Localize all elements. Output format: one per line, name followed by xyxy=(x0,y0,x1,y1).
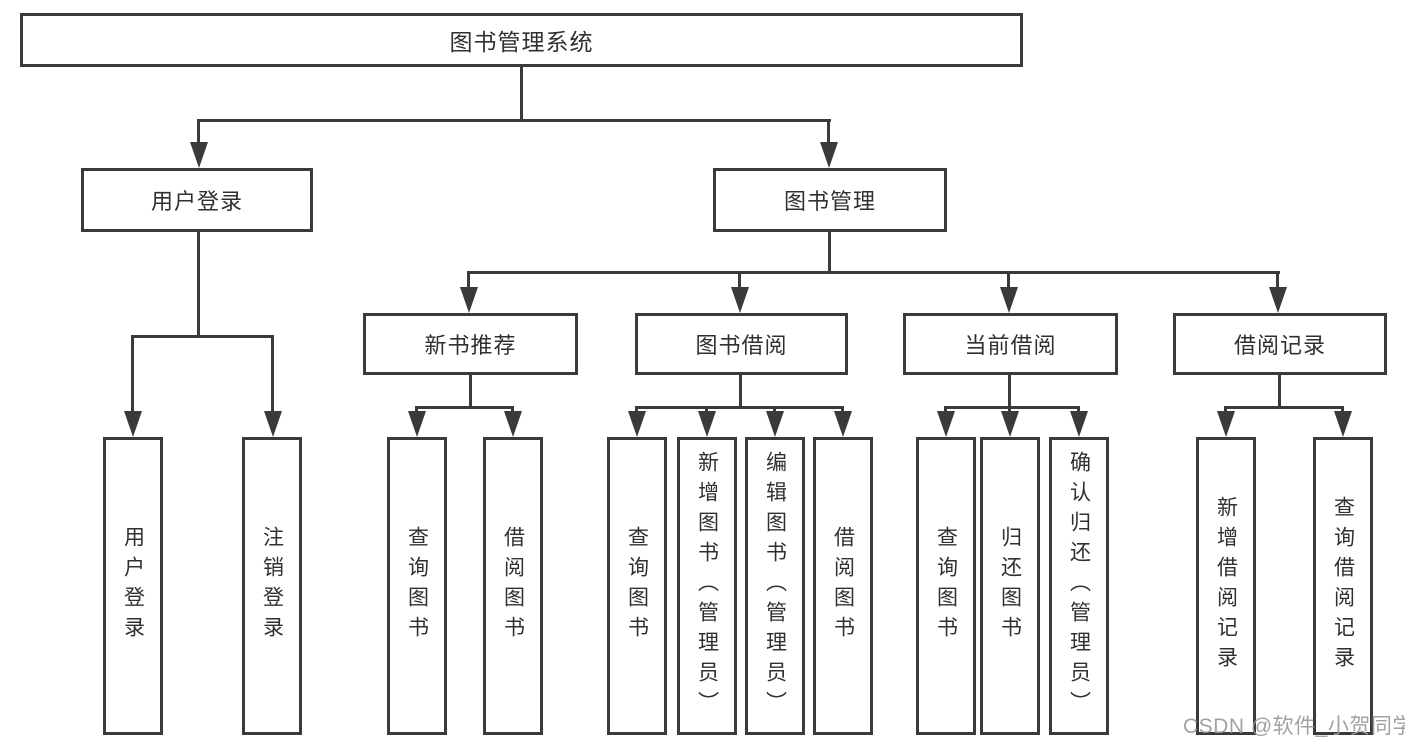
connector-vline xyxy=(739,375,742,406)
leaf-query-borrow-record: 查询借阅记录 xyxy=(1313,437,1373,735)
arrowhead-down-icon xyxy=(264,411,282,437)
node-book-management-label: 图书管理 xyxy=(783,189,876,214)
connector-vline xyxy=(1077,406,1080,414)
leaf-confirm-return-admin: 确认归还（管理员） xyxy=(1049,437,1109,735)
leaf-query-borrow-record-label: 查询借阅记录 xyxy=(1331,496,1355,676)
arrowhead-down-icon xyxy=(408,411,426,437)
leaf-add-borrow-record-label: 新增借阅记录 xyxy=(1214,496,1238,676)
connector-vline xyxy=(1341,406,1344,414)
leaf-logout: 注销登录 xyxy=(242,437,302,735)
arrowhead-down-icon xyxy=(1001,411,1019,437)
connector-vline xyxy=(773,406,776,414)
arrowhead-down-icon xyxy=(628,411,646,437)
leaf-edit-books-admin-label: 编辑图书（管理员） xyxy=(763,451,787,721)
leaf-confirm-return-admin-label: 确认归还（管理员） xyxy=(1067,451,1091,721)
connector-vline xyxy=(944,406,947,414)
arrowhead-down-icon xyxy=(504,411,522,437)
node-current-borrow-label: 当前借阅 xyxy=(964,333,1057,358)
connector-vline xyxy=(467,271,470,289)
leaf-add-books-admin: 新增图书（管理员） xyxy=(677,437,737,735)
connector-vline xyxy=(635,406,638,414)
connector-hline xyxy=(635,406,844,409)
arrowhead-down-icon xyxy=(1217,411,1235,437)
node-new-book-recommend-label: 新书推荐 xyxy=(424,333,517,358)
arrowhead-down-icon xyxy=(1070,411,1088,437)
connector-hline xyxy=(1224,406,1344,409)
csdn-watermark: CSDN @软件_小贺同学 xyxy=(1183,715,1405,738)
arrowhead-down-icon xyxy=(766,411,784,437)
connector-vline xyxy=(1224,406,1227,414)
leaf-query-books-3-label: 查询图书 xyxy=(934,526,958,646)
arrowhead-down-icon xyxy=(834,411,852,437)
node-new-book-recommend: 新书推荐 xyxy=(363,313,578,375)
node-book-borrow-label: 图书借阅 xyxy=(695,333,788,358)
node-current-borrow: 当前借阅 xyxy=(903,313,1118,375)
connector-hline xyxy=(944,406,1080,409)
leaf-edit-books-admin: 编辑图书（管理员） xyxy=(745,437,805,735)
leaf-return-books-label: 归还图书 xyxy=(998,526,1022,646)
arrowhead-down-icon xyxy=(460,287,478,313)
node-borrow-records: 借阅记录 xyxy=(1173,313,1387,375)
connector-vline xyxy=(738,271,741,289)
connector-vline xyxy=(828,232,831,271)
leaf-user-login: 用户登录 xyxy=(103,437,163,735)
connector-vline xyxy=(1008,375,1011,406)
connector-vline xyxy=(1008,406,1011,414)
arrowhead-down-icon xyxy=(937,411,955,437)
connector-vline xyxy=(520,67,523,119)
node-book-borrow: 图书借阅 xyxy=(635,313,848,375)
node-root-label: 图书管理系统 xyxy=(449,29,594,55)
leaf-query-books-2: 查询图书 xyxy=(607,437,667,735)
connector-vline xyxy=(469,375,472,406)
arrowhead-down-icon xyxy=(820,142,838,168)
leaf-borrow-books-1-label: 借阅图书 xyxy=(501,526,525,646)
connector-hline xyxy=(467,271,1280,274)
arrowhead-down-icon xyxy=(731,287,749,313)
connector-vline xyxy=(1278,375,1281,406)
leaf-borrow-books-2-label: 借阅图书 xyxy=(831,526,855,646)
leaf-query-books-2-label: 查询图书 xyxy=(625,526,649,646)
leaf-return-books: 归还图书 xyxy=(980,437,1040,735)
connector-vline xyxy=(511,406,514,414)
connector-vline xyxy=(197,232,200,335)
leaf-add-books-admin-label: 新增图书（管理员） xyxy=(695,451,719,721)
leaf-borrow-books-2: 借阅图书 xyxy=(813,437,873,735)
connector-vline xyxy=(827,119,830,144)
connector-vline xyxy=(271,335,274,413)
arrowhead-down-icon xyxy=(190,142,208,168)
connector-vline xyxy=(415,406,418,414)
connector-hline xyxy=(197,119,831,122)
arrowhead-down-icon xyxy=(698,411,716,437)
node-borrow-records-label: 借阅记录 xyxy=(1233,333,1326,358)
node-book-management: 图书管理 xyxy=(713,168,947,232)
arrowhead-down-icon xyxy=(1000,287,1018,313)
connector-vline xyxy=(1007,271,1010,289)
leaf-borrow-books-1: 借阅图书 xyxy=(483,437,543,735)
leaf-query-books-3: 查询图书 xyxy=(916,437,976,735)
connector-vline xyxy=(197,119,200,144)
leaf-user-login-label: 用户登录 xyxy=(121,526,145,646)
node-user-login: 用户登录 xyxy=(81,168,313,232)
node-root: 图书管理系统 xyxy=(20,13,1023,67)
connector-vline xyxy=(841,406,844,414)
arrowhead-down-icon xyxy=(124,411,142,437)
connector-hline xyxy=(131,335,274,338)
connector-vline xyxy=(1276,271,1279,289)
connector-vline xyxy=(705,406,708,414)
leaf-add-borrow-record: 新增借阅记录 xyxy=(1196,437,1256,735)
node-user-login-label: 用户登录 xyxy=(150,189,243,214)
leaf-logout-label: 注销登录 xyxy=(260,526,284,646)
connector-hline xyxy=(415,406,514,409)
leaf-query-books-1: 查询图书 xyxy=(387,437,447,735)
leaf-query-books-1-label: 查询图书 xyxy=(405,526,429,646)
arrowhead-down-icon xyxy=(1269,287,1287,313)
connector-vline xyxy=(131,335,134,413)
arrowhead-down-icon xyxy=(1334,411,1352,437)
